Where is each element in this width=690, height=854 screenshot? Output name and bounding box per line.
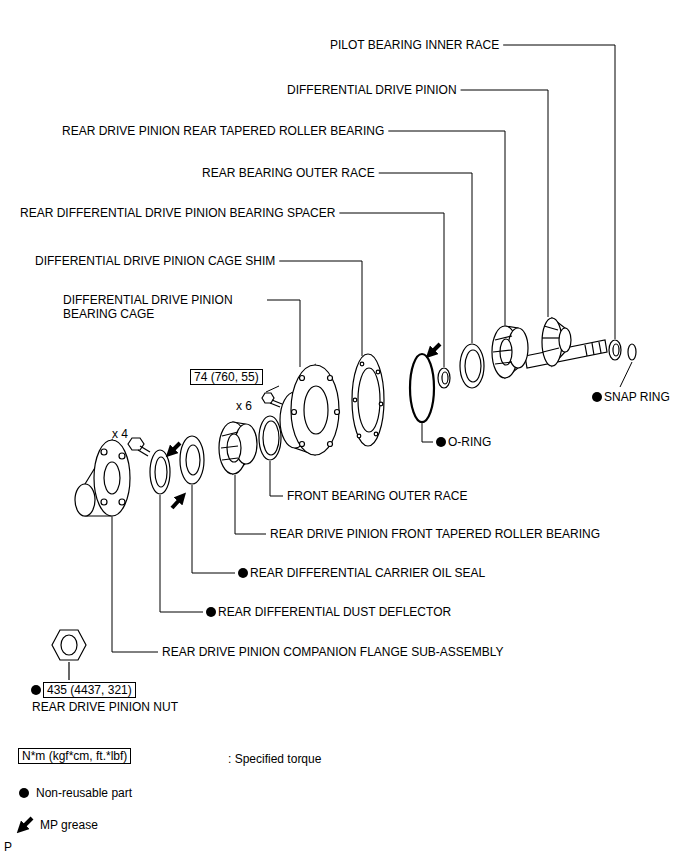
part-label: REAR DIFFERENTIAL DUST DEFLECTOR bbox=[218, 605, 451, 619]
leader-line bbox=[388, 131, 505, 325]
oil-seal bbox=[180, 436, 204, 484]
torque-value: N*m (kgf*cm, ft.*lbf) bbox=[22, 749, 127, 763]
grease-arrow bbox=[172, 497, 182, 508]
leader-line bbox=[266, 386, 279, 392]
pilot-bearing-race bbox=[609, 340, 621, 360]
part-label: FRONT BEARING OUTER RACE bbox=[287, 489, 467, 503]
leader-line bbox=[235, 475, 266, 534]
cage-shim bbox=[352, 354, 384, 446]
non-reusable-dot bbox=[206, 607, 216, 617]
leader-line bbox=[379, 173, 472, 343]
torque-box: 74 (760, 55) bbox=[190, 369, 263, 385]
part-label: REAR DRIVE PINION COMPANION FLANGE SUB-A… bbox=[162, 645, 504, 659]
leader-line bbox=[620, 362, 632, 387]
torque-legend-box: N*m (kgf*cm, ft.*lbf) bbox=[18, 748, 131, 764]
part-label: REAR DRIVE PINION FRONT TAPERED ROLLER B… bbox=[270, 527, 600, 541]
part-label: REAR DRIVE PINION REAR TAPERED ROLLER BE… bbox=[62, 124, 384, 138]
leader-line bbox=[279, 261, 362, 356]
front-outer-race bbox=[259, 416, 281, 460]
leader-line bbox=[112, 517, 158, 652]
torque-value: 74 (760, 55) bbox=[194, 370, 259, 384]
part-label: SNAP RING bbox=[604, 390, 670, 404]
pinion-nut bbox=[52, 630, 86, 680]
part-label: REAR DIFFERENTIAL DRIVE PINION BEARING S… bbox=[20, 206, 335, 220]
non-reusable-dot bbox=[592, 392, 602, 402]
legend-text: Non-reusable part bbox=[36, 786, 132, 800]
grease-arrow bbox=[21, 818, 32, 829]
leader-line bbox=[422, 423, 433, 442]
non-reusable-dot bbox=[31, 685, 41, 695]
grease-arrow bbox=[430, 344, 440, 354]
leader-line bbox=[192, 485, 235, 573]
page-code: P bbox=[4, 840, 12, 854]
legend-text: : Specified torque bbox=[228, 752, 321, 766]
part-label: PILOT BEARING INNER RACE bbox=[330, 38, 499, 52]
part-label: REAR DRIVE PINION NUT bbox=[32, 700, 178, 714]
companion-flange bbox=[75, 440, 130, 516]
non-reusable-dot bbox=[19, 788, 29, 798]
bearing-cage bbox=[280, 365, 340, 455]
quantity-label: x 4 bbox=[112, 427, 128, 441]
part-label: O-RING bbox=[448, 435, 491, 449]
grease-arrow bbox=[170, 443, 180, 453]
flange-bolt bbox=[128, 438, 150, 456]
non-reusable-dot bbox=[238, 568, 248, 578]
leader-line bbox=[267, 300, 300, 367]
torque-value: 435 (4437, 321) bbox=[47, 683, 132, 697]
part-label: DIFFERENTIAL DRIVE PINION bbox=[287, 83, 457, 97]
rear-tapered-bearing bbox=[492, 326, 528, 378]
leader-line bbox=[503, 45, 615, 339]
legend-text: MP grease bbox=[40, 818, 98, 832]
non-reusable-dot bbox=[436, 437, 446, 447]
leader-line bbox=[270, 461, 283, 496]
snap-ring bbox=[628, 344, 636, 360]
o-ring bbox=[410, 354, 434, 422]
quantity-label: x 6 bbox=[236, 399, 252, 413]
rear-outer-race bbox=[460, 344, 484, 388]
dust-deflector bbox=[150, 450, 170, 494]
torque-box: 435 (4437, 321) bbox=[43, 682, 136, 698]
leader-line bbox=[160, 495, 203, 612]
leader-line bbox=[461, 90, 548, 317]
bearing-spacer bbox=[438, 368, 450, 388]
cage-bolt bbox=[262, 393, 282, 407]
drive-pinion bbox=[525, 318, 607, 368]
part-label: REAR BEARING OUTER RACE bbox=[202, 166, 375, 180]
part-label: DIFFERENTIAL DRIVE PINION BEARING CAGE bbox=[63, 293, 263, 321]
leader-line bbox=[339, 213, 444, 367]
front-tapered-bearing bbox=[219, 422, 257, 474]
part-label: REAR DIFFERENTIAL CARRIER OIL SEAL bbox=[250, 566, 485, 580]
part-label: DIFFERENTIAL DRIVE PINION CAGE SHIM bbox=[35, 254, 275, 268]
